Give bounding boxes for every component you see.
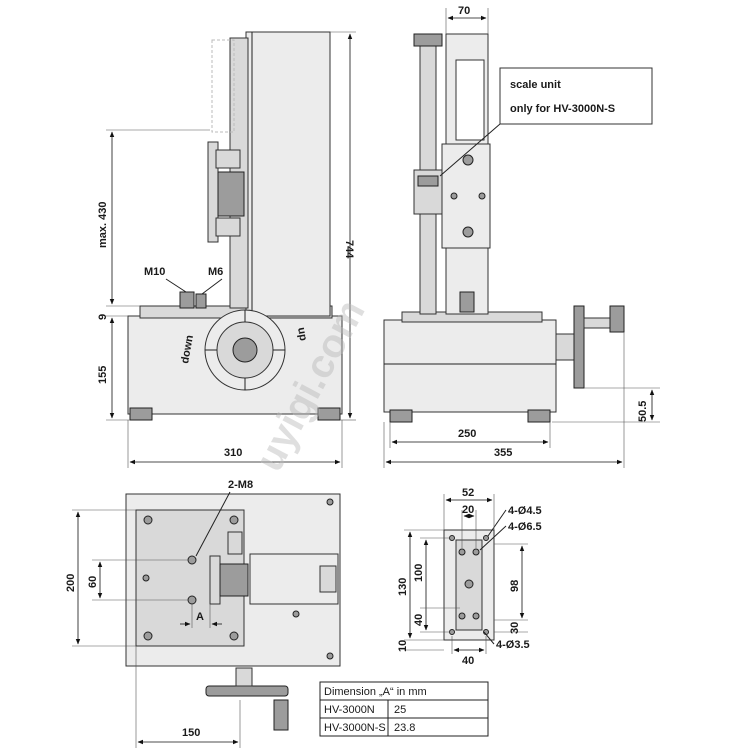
side-base — [383, 319, 557, 413]
m8-hole-top — [187, 555, 197, 565]
dim-base-width: 250 — [458, 428, 476, 440]
dim-plate-h10: 10 — [397, 640, 409, 652]
top-gauge-body — [219, 563, 249, 597]
front-view: M10 M6 down up 310 max. 430 9 155 744 — [97, 31, 356, 468]
side-lower-stud — [459, 291, 475, 313]
top-handle-grip — [273, 699, 289, 731]
dim-base-height: 155 — [97, 366, 109, 384]
front-handwheel-center — [232, 337, 258, 363]
front-gauge-clamp-bottom — [215, 217, 241, 237]
top-view: 2-M8 A 200 60 150 — [65, 479, 341, 748]
callout-line2: only for HV-3000N-S — [510, 103, 615, 115]
side-foot-left — [389, 409, 413, 423]
table-row-model: HV-3000N — [324, 704, 375, 716]
dim-max-height: max. 430 — [97, 202, 109, 248]
label-down: down — [179, 334, 196, 365]
m10-stud — [179, 291, 195, 309]
label-m10: M10 — [144, 266, 165, 278]
dim-top-depth: 200 — [65, 574, 77, 592]
side-foot-right — [527, 409, 551, 423]
dim-hole-spacing: 60 — [87, 576, 99, 588]
dim-plate-h30: 30 — [509, 622, 521, 634]
scale-unit-display — [417, 175, 439, 187]
callout-line1: scale unit — [510, 79, 561, 91]
dim-half-width: 150 — [182, 727, 200, 739]
dim-plate-h130: 130 — [397, 578, 409, 596]
dim-plate-w52: 52 — [462, 487, 474, 499]
table-row-value: 23.8 — [394, 722, 415, 734]
table-row-value: 25 — [394, 704, 406, 716]
label-hole-6-5: 4-Ø6.5 — [508, 521, 542, 533]
dim-gap: 9 — [97, 314, 109, 320]
dimension-a-table: Dimension „A“ in mm HV-3000N 25 HV-3000N… — [319, 681, 489, 737]
side-handle-arm — [583, 317, 611, 329]
top-handwheel-hub — [235, 667, 253, 687]
front-foot-right — [317, 407, 341, 421]
label-hole-4-5: 4-Ø4.5 — [508, 505, 542, 517]
label-up: up — [295, 326, 309, 342]
front-foot-left — [129, 407, 153, 421]
dim-front-width: 310 — [224, 447, 242, 459]
side-wheel-hub — [555, 333, 575, 361]
label-2-m8: 2-M8 — [228, 479, 253, 491]
dim-top-width: 70 — [458, 5, 470, 17]
scale-unit-callout — [499, 67, 653, 125]
front-gauge-body — [217, 171, 245, 217]
front-upper-position-ghost — [211, 39, 235, 133]
m6-stud — [195, 293, 207, 309]
dim-plate-w40: 40 — [462, 655, 474, 667]
table-header: Dimension „A“ in mm — [324, 686, 427, 698]
top-handwheel — [205, 685, 289, 697]
label-a: A — [196, 611, 204, 623]
side-view: scale unit only for HV-3000N-S 70 250 35… — [383, 5, 660, 468]
dim-overall-width: 355 — [494, 447, 512, 459]
top-gauge-plate — [209, 555, 221, 605]
plate-view: 4-Ø4.5 4-Ø6.5 4-Ø3.5 52 20 40 130 100 40… — [397, 487, 542, 667]
front-gauge-clamp-top — [215, 149, 241, 169]
label-hole-3-5: 4-Ø3.5 — [496, 639, 530, 651]
side-handwheel — [573, 305, 585, 389]
label-m6: M6 — [208, 266, 223, 278]
dim-plate-h98: 98 — [509, 580, 521, 592]
top-clamp — [227, 531, 243, 555]
dim-plate-h100: 100 — [413, 564, 425, 582]
dim-total-height: 744 — [343, 240, 355, 259]
top-column-end — [319, 565, 337, 593]
table-row-model: HV-3000N-S — [324, 722, 386, 734]
side-handle-grip — [609, 305, 625, 333]
dim-foot-height: 50.5 — [637, 401, 649, 422]
dim-plate-h40: 40 — [413, 614, 425, 626]
m8-hole-bottom — [187, 595, 197, 605]
side-column-cap — [413, 33, 443, 47]
dim-plate-w20: 20 — [462, 504, 474, 516]
side-frame-window — [455, 59, 485, 141]
front-column — [245, 31, 331, 317]
